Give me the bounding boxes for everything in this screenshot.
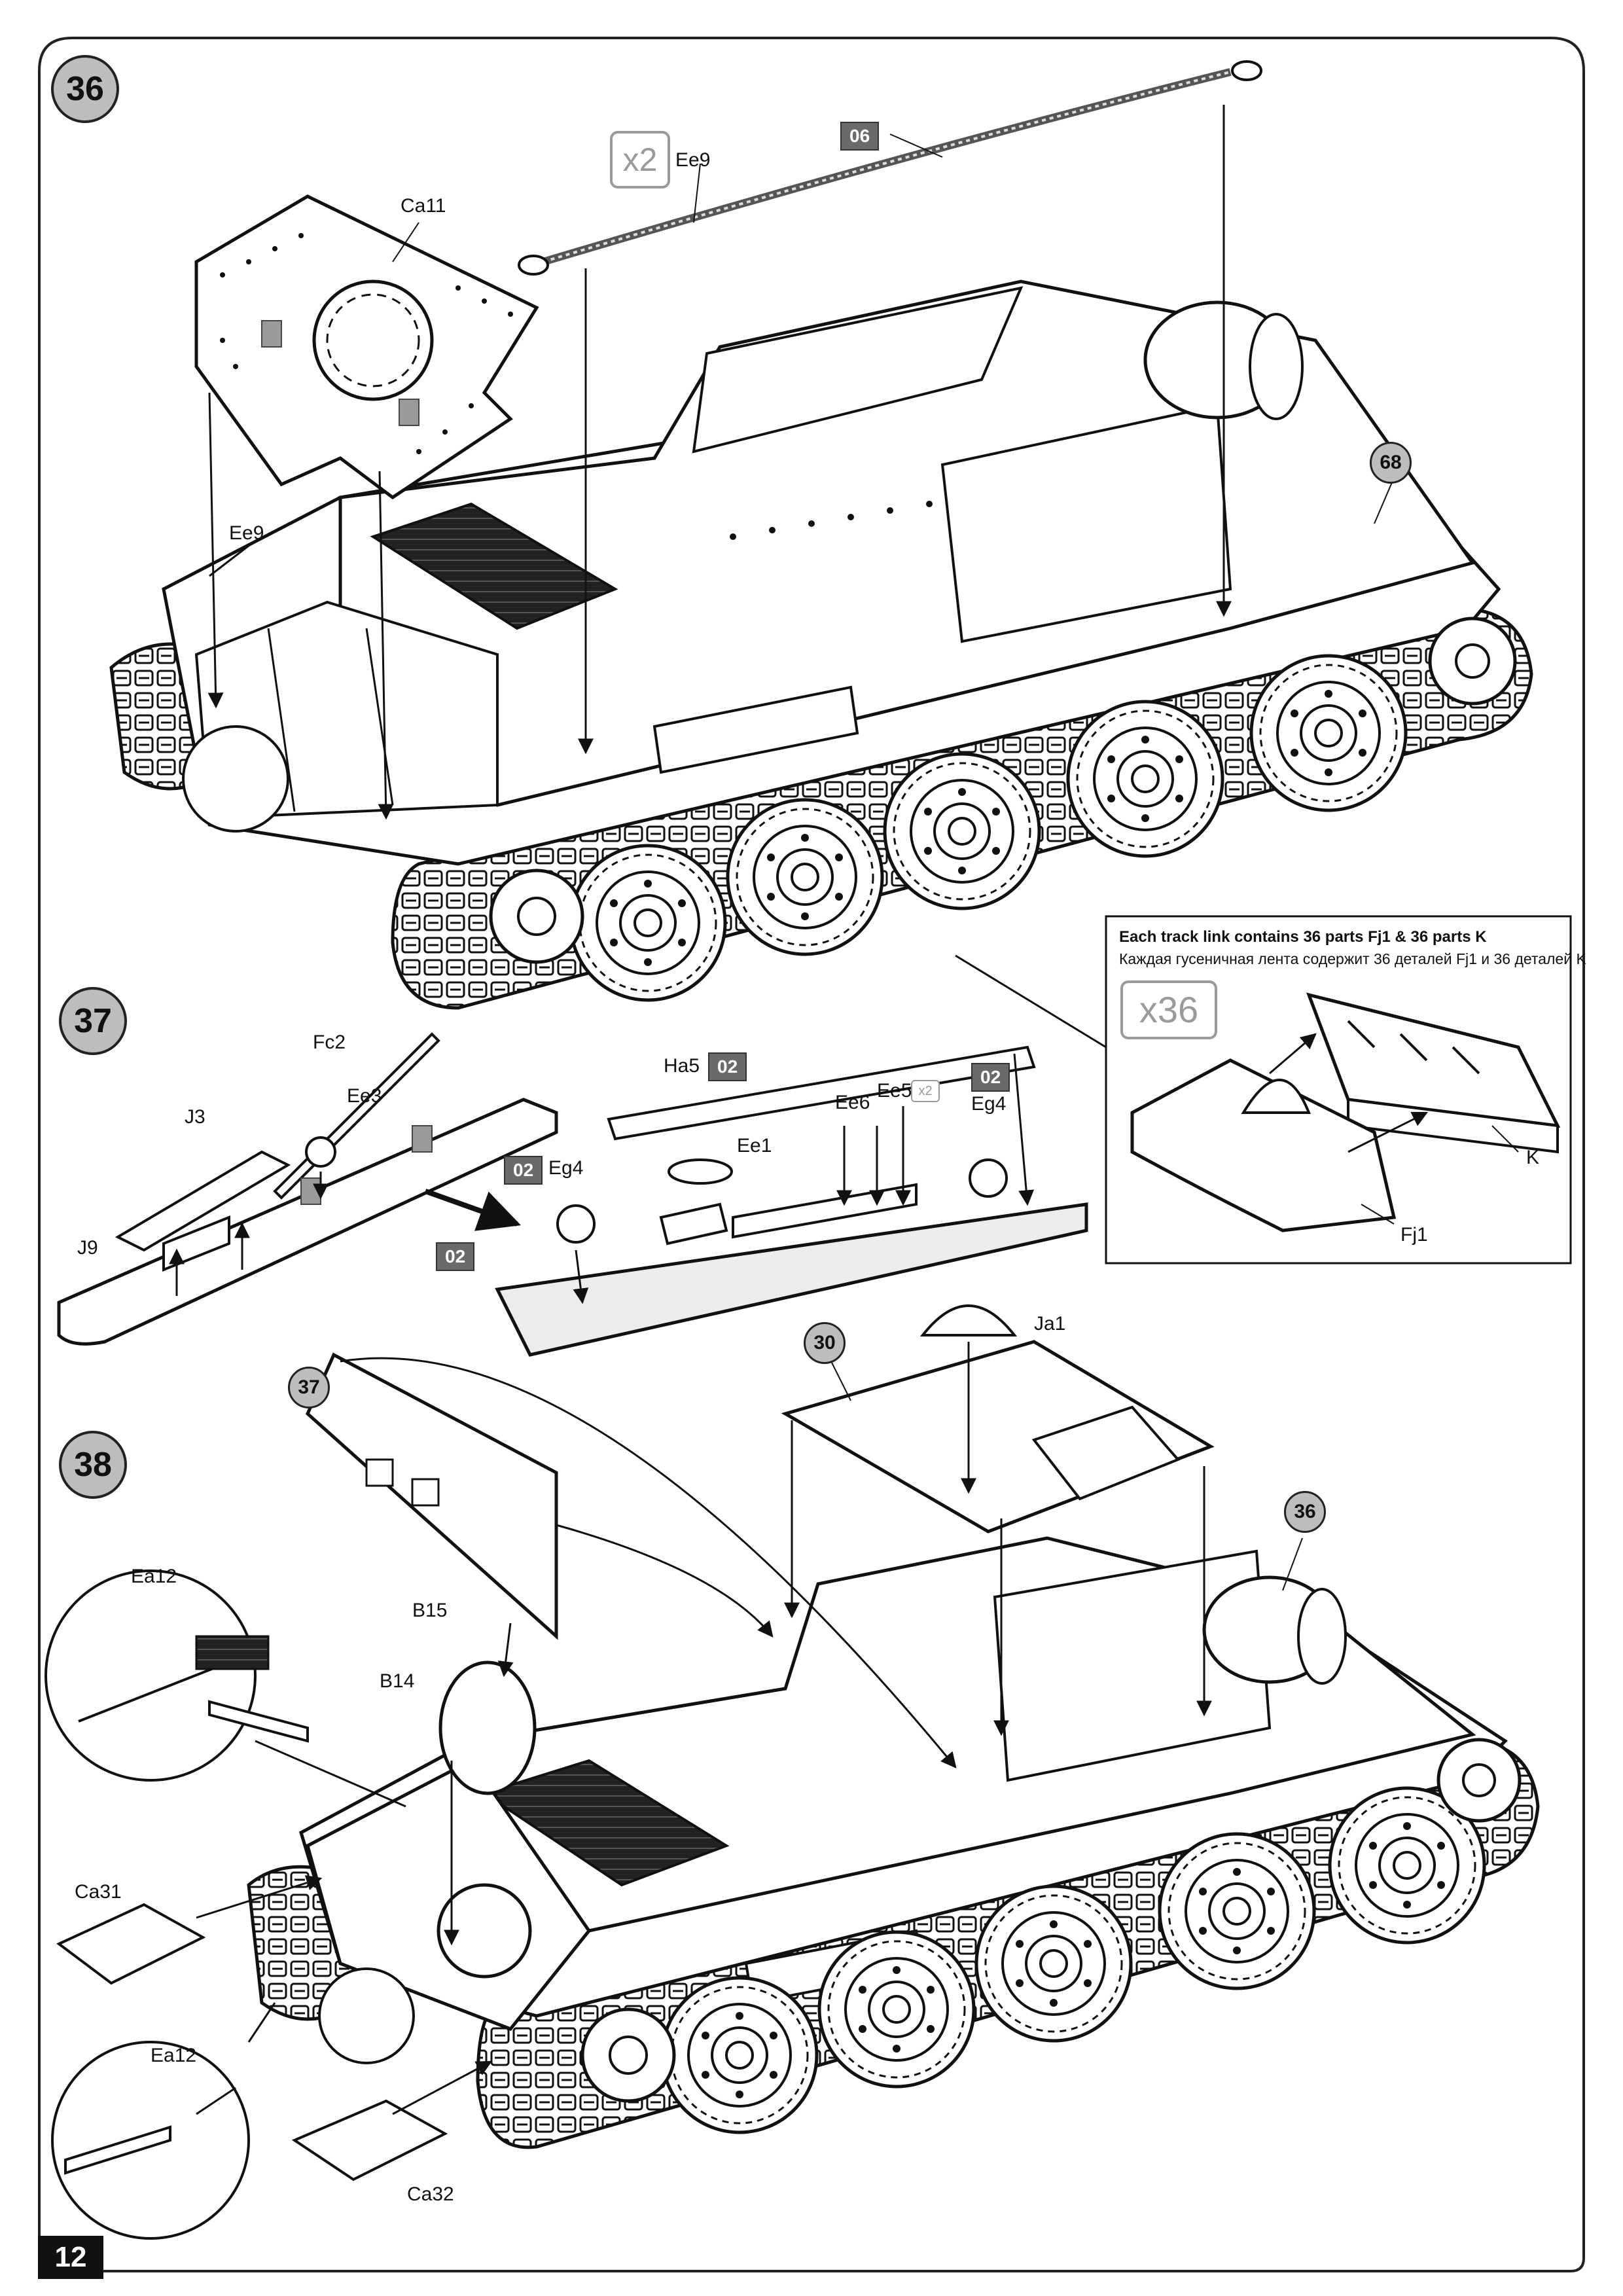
part-label-ee3: Ee3 bbox=[347, 1085, 382, 1107]
part-label-ee9-top: Ee9 bbox=[675, 149, 711, 171]
ee5-quantity-box: x2 bbox=[911, 1080, 940, 1102]
part-label-k: K bbox=[1526, 1147, 1540, 1168]
paint-code-06: 06 bbox=[840, 122, 880, 151]
part-label-ee6: Ee6 bbox=[835, 1092, 870, 1113]
track-note-box bbox=[955, 915, 1572, 1265]
part-label-ca11: Ca11 bbox=[401, 195, 446, 217]
track-note-english: Each track link contains 36 parts Fj1 & … bbox=[1119, 928, 1487, 946]
part-label-eg4-right: Eg4 bbox=[971, 1093, 1007, 1115]
paint-code-02-plate: 02 bbox=[436, 1242, 475, 1271]
part-label-fj1: Fj1 bbox=[1400, 1224, 1428, 1246]
paint-code-02-eg4-left: 02 bbox=[504, 1156, 543, 1185]
part-label-ha5: Ha5 bbox=[664, 1055, 700, 1077]
page-number: 12 bbox=[38, 2236, 103, 2279]
part-label-ca32: Ca32 bbox=[407, 2183, 454, 2205]
step38-drawing bbox=[45, 1304, 1540, 2240]
part-label-eg4-left: Eg4 bbox=[548, 1157, 584, 1179]
ref-step-36: 36 bbox=[1284, 1491, 1326, 1533]
part-label-j9: J9 bbox=[77, 1237, 98, 1259]
ref-step-30: 30 bbox=[804, 1322, 846, 1364]
part-label-ca31: Ca31 bbox=[75, 1881, 122, 1903]
paint-code-02-eg4-right: 02 bbox=[971, 1063, 1010, 1092]
ee9-quantity-box: x2 bbox=[610, 131, 670, 188]
track-note: Each track link contains 36 parts Fj1 & … bbox=[1119, 928, 1586, 968]
track-quantity-box: x36 bbox=[1120, 980, 1217, 1039]
part-label-ea12-bottom: Ea12 bbox=[151, 2045, 197, 2066]
part-label-fc2: Fc2 bbox=[313, 1031, 346, 1053]
part-label-ee5: Ee5 bbox=[877, 1080, 912, 1102]
ref-step-68: 68 bbox=[1370, 442, 1412, 484]
part-label-ee1: Ee1 bbox=[737, 1135, 772, 1157]
part-label-b14: B14 bbox=[380, 1670, 415, 1692]
part-label-ea12-top: Ea12 bbox=[131, 1566, 177, 1587]
step-36-badge: 36 bbox=[51, 55, 119, 123]
paint-code-02-ha5: 02 bbox=[708, 1052, 747, 1081]
part-label-ee9-left: Ee9 bbox=[229, 522, 264, 544]
ref-step-37: 37 bbox=[288, 1367, 330, 1408]
part-label-j3: J3 bbox=[185, 1106, 205, 1128]
step-38-badge: 38 bbox=[59, 1431, 127, 1499]
part-label-b15: B15 bbox=[412, 1600, 448, 1621]
track-note-russian: Каждая гусеничная лента содержит 36 дета… bbox=[1119, 950, 1586, 967]
step37-drawing bbox=[57, 1032, 1088, 1357]
step-37-badge: 37 bbox=[59, 987, 127, 1055]
part-label-ja1: Ja1 bbox=[1034, 1313, 1066, 1335]
step36-drawing bbox=[109, 60, 1533, 1010]
